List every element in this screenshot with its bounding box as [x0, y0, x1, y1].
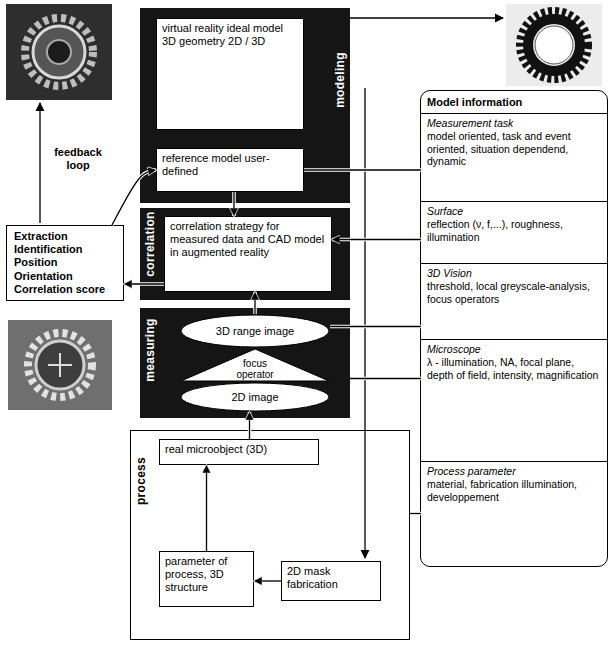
connector-arrow [124, 283, 164, 284]
section-heading: Surface [427, 205, 601, 218]
info-section: Microscopeλ - illumination, NA, focal pl… [421, 339, 607, 461]
connector-arrow [254, 292, 255, 314]
node-text: 2D image [231, 391, 278, 403]
info-section: Process parametermaterial, fabrication i… [421, 461, 607, 566]
node-text: real microobject (3D) [165, 443, 313, 456]
node-text: 3D range image [216, 325, 294, 337]
connector-halo [332, 238, 421, 242]
connector-arrow [332, 239, 421, 240]
info-section: 3D Visionthreshold, local greyscale-anal… [421, 263, 607, 339]
stage-label: measuring [143, 318, 157, 381]
connector-halo [248, 412, 252, 439]
gear-model-image [506, 4, 602, 86]
connector-halo [205, 465, 209, 551]
process-box: parameter of process, 3D structure [159, 551, 254, 607]
image-arrow [350, 17, 503, 18]
stage-label: process [134, 457, 148, 505]
section-heading: Process parameter [427, 465, 601, 478]
connector-arrow [112, 170, 156, 225]
stage-band: modeling virtual reality ideal model 3D g… [140, 8, 350, 203]
loop-label: feedback loop [46, 146, 110, 172]
info-section: Measurement taskmodel oriented, task and… [421, 113, 607, 201]
process-box: real microobject (3D) [159, 439, 319, 465]
connector-arrow [206, 465, 207, 551]
section-body: threshold, local greyscale-analysis, foc… [427, 280, 601, 306]
stage-label: modeling [333, 52, 347, 108]
connector-halo [254, 579, 281, 583]
node-text: parameter of process, 3D structure [165, 555, 248, 595]
node-text: Extraction Identification Position Orien… [14, 230, 116, 296]
section-heading: 3D Vision [427, 267, 601, 280]
micrograph-middle [8, 320, 112, 410]
stage-band: measuring 3D range image focus operator 2D … [140, 308, 350, 418]
connector-halo [112, 170, 156, 225]
section-heading: Microscope [427, 343, 601, 356]
process-box: Extraction Identification Position Orien… [6, 225, 124, 301]
connector-halo [253, 292, 257, 314]
info-panel: Model informationMeasurement taskmodel o… [420, 90, 608, 567]
process-frame: process real microobject (3D) parameter of… [130, 430, 410, 640]
connector-arrow [410, 513, 421, 514]
connector-halo [232, 192, 236, 216]
process-box: 2D mask fabrication [281, 561, 381, 601]
panel-heading: Model information [421, 91, 607, 113]
section-heading: Measurement task [427, 117, 601, 130]
connector-halo [330, 325, 421, 329]
mask-arrow [364, 88, 365, 558]
connector-arrow [249, 412, 250, 439]
node-text: focus operator [229, 359, 281, 382]
connector-arrow [350, 378, 421, 379]
process-box: reference model user-defined [156, 148, 304, 192]
connector-arrow [254, 580, 281, 581]
section-body: model oriented, task and event oriented,… [427, 130, 601, 168]
connector-halo [304, 168, 421, 172]
connector-halo [410, 512, 421, 516]
node-text: virtual reality ideal model 3D geometry … [162, 22, 298, 48]
ellipse-node: 2D image [180, 382, 330, 412]
connector-halo [350, 377, 421, 381]
section-body: reflection (ν, f,...), roughness, illumi… [427, 218, 601, 244]
triangle-node: focus operator [180, 348, 330, 382]
process-box: correlation strategy for measured data a… [164, 216, 332, 292]
connector-arrow [233, 192, 234, 216]
section-body: λ - illumination, NA, focal plane, depth… [427, 356, 601, 382]
connector-halo [124, 282, 164, 286]
section-body: material, fabrication illumination, deve… [427, 478, 601, 504]
image-arrow [39, 103, 40, 223]
node-text: reference model user-defined [162, 152, 298, 178]
node-text: 2D mask fabrication [287, 565, 375, 591]
process-box: virtual reality ideal model 3D geometry … [156, 18, 304, 130]
node-text: correlation strategy for measured data a… [170, 220, 326, 260]
stage-band: correlation correlation strategy for meas… [140, 208, 350, 300]
connector-arrow [330, 326, 421, 327]
micrograph-top [6, 4, 112, 100]
info-section: Surfacereflection (ν, f,...), roughness,… [421, 201, 607, 263]
ellipse-node: 3D range image [180, 314, 330, 348]
connector-arrow [304, 169, 421, 170]
stage-label: correlation [143, 211, 157, 276]
